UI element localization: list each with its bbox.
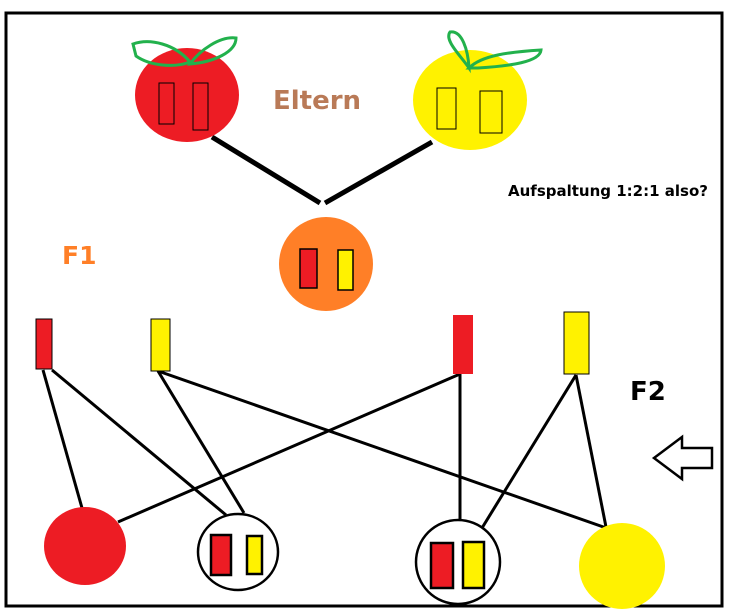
f2-yellow [579, 523, 665, 609]
cross-line [574, 374, 609, 533]
allele-yellow [461, 540, 486, 590]
cross-line [51, 368, 227, 517]
gamete-red [453, 315, 473, 374]
diagram-frame [4, 11, 724, 608]
f2-heterozygous [196, 512, 280, 592]
gamete-red [35, 318, 53, 370]
allele-yellow [337, 249, 354, 291]
f2-heterozygous [414, 518, 502, 606]
parent-line-left [210, 134, 322, 206]
yellow-parent [413, 30, 543, 150]
cross-line [41, 369, 84, 509]
allele-red [158, 82, 175, 125]
f2-hetero-body [414, 518, 502, 606]
f1-body [279, 217, 373, 311]
f2-label: F2 [630, 377, 666, 407]
question-text: Aufspaltung 1:2:1 also? [508, 182, 708, 200]
leaf-icon [186, 36, 238, 66]
f1-label: F1 [62, 241, 96, 270]
f2-red [44, 507, 126, 585]
leaf-icon [465, 48, 543, 70]
allele-red [209, 533, 233, 577]
cross-line [157, 369, 613, 532]
f1-offspring [279, 217, 373, 311]
eltern-label: Eltern [273, 86, 361, 116]
allele-red [429, 541, 455, 590]
leaf-icon [447, 30, 471, 74]
allele-red [299, 248, 318, 289]
allele-yellow [436, 87, 457, 130]
arrow-left-icon [651, 434, 714, 482]
cross-lines [41, 368, 613, 533]
allele-red [192, 82, 209, 131]
gamete-yellow [563, 311, 590, 375]
allele-yellow [479, 90, 503, 134]
cross-line [480, 374, 578, 529]
cross-line [156, 370, 246, 514]
cross-line [117, 372, 461, 524]
allele-yellow [245, 534, 264, 576]
parent-line-right [323, 139, 434, 206]
gamete-yellow [150, 318, 171, 372]
red-parent [131, 36, 239, 142]
